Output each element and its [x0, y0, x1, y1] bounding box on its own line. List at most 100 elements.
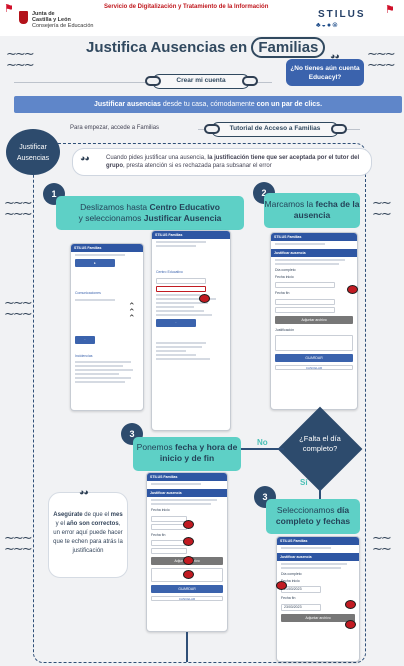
phone-label-fecha-inicio: Fecha inicio: [281, 578, 300, 583]
ladybug-icon: [199, 294, 210, 303]
step-1-text2: y seleccionamos: [78, 213, 144, 223]
phone-form-title: Justificar ausencia: [147, 489, 227, 497]
phone-button: ·: [156, 318, 196, 327]
decision-no-label: No: [257, 438, 268, 447]
phone-header: STILUS Familias: [277, 537, 359, 545]
phone-form-title: Justificar ausencia: [277, 553, 359, 561]
ladybug-icon: [183, 556, 194, 565]
phone-label-dia-completo: Día completo: [281, 572, 302, 576]
header-bar: [0, 0, 404, 36]
link-icon: [242, 76, 258, 86]
phone-section-incidencias: Incidencias: [75, 353, 93, 358]
bubble-line1: Justificar: [19, 144, 47, 151]
ladybug-icon: [183, 520, 194, 529]
step-3b-bold1: día completo y fechas: [275, 505, 351, 526]
banner-part2: desde tu casa, cómodamente: [160, 101, 257, 108]
org-line2: Castilla y León: [32, 17, 71, 23]
ladybug-icon: [183, 537, 194, 546]
stilus-logo-icon: ♣◒●⊗: [316, 22, 339, 29]
steps-container: [33, 143, 366, 663]
ladybug-icon: [347, 285, 358, 294]
phone-label-fecha-fin: Fecha fin: [275, 291, 290, 295]
step-1-bold1: Centro Educativo: [149, 202, 220, 212]
banner-part3: con un par de clics.: [256, 101, 323, 108]
intro-banner: Justificar ausencias desde tu casa, cómo…: [14, 96, 402, 113]
phone-date-end: 23/03/2023: [281, 603, 321, 611]
step-3b-box: Seleccionamos día completo y fechas: [266, 499, 360, 534]
family-logo-icon: ⚑: [4, 3, 14, 15]
tip-box: Asegúrate de que el mes y el año son cor…: [48, 492, 128, 578]
divider: [14, 82, 272, 83]
note-part2: , presta atención si es rechazada para s…: [123, 163, 272, 169]
step-1-bold2: Justificar Ausencia: [143, 213, 222, 223]
phone-header: STILUS Familias: [271, 233, 357, 241]
phone-button: ·: [75, 335, 95, 344]
tip-text3: , un error aquí puede hacer que te echen…: [53, 521, 123, 554]
wave-icon: ∼∼∼∼∼∼: [4, 195, 33, 221]
tip-bold1: Asegúrate: [53, 512, 83, 518]
service-title: Servicio de Digitalización y Tratamiento…: [104, 4, 269, 10]
step-2-bold1: fecha de la ausencia: [293, 199, 360, 220]
step-2-box: Marcamos la fecha de la ausencia: [264, 193, 360, 228]
eyes-icon: ◕◕: [79, 487, 89, 497]
phone-section-comunicaciones: Comunicaciones: [75, 291, 101, 295]
wave-icon: ∼∼∼∼∼∼: [367, 46, 396, 72]
stilus-logo: STILUS: [318, 9, 366, 20]
phone-label-fecha-fin: Fecha fin: [151, 532, 166, 537]
ladybug-icon: [345, 600, 356, 609]
ladybug-icon: [183, 570, 194, 579]
phone-label-fecha-inicio: Fecha inicio: [151, 508, 170, 512]
phone-save-button: GUARDAR: [151, 585, 223, 593]
phone-action-button: ▸: [75, 259, 115, 267]
phone-attach-button: Adjuntar archivo: [281, 613, 355, 622]
phone-screen-home: STILUS Familias ▸ Comunicaciones · Incid…: [70, 243, 144, 411]
phone-save-button: GUARDAR: [275, 354, 353, 362]
step-3a-box: Ponemos fecha y hora de inicio y de fin: [133, 437, 241, 471]
flow-arrow: [240, 448, 284, 450]
phone-header: STILUS Familias: [71, 244, 143, 252]
phone-label-fecha-fin: Fecha fin: [281, 596, 296, 600]
tutorial-link[interactable]: Tutorial de Acceso a Familias: [211, 122, 339, 137]
step-3a-bold1: fecha y hora de inicio y de fin: [159, 442, 238, 463]
step-3a-text1: Ponemos: [136, 442, 175, 452]
tip-text2: y el: [55, 521, 67, 527]
phone-label-fecha-inicio: Fecha inicio: [275, 274, 294, 279]
org-logo-text: Junta de Castilla y León Consejería de E…: [32, 11, 93, 29]
phone-screen-centro: STILUS Familias Centro Educativo ·: [151, 230, 231, 431]
wave-icon: ∼∼∼∼: [372, 195, 392, 221]
step-3b-text1: Seleccionamos: [276, 505, 337, 515]
phone-label-dia-completo: Día completo: [275, 268, 296, 272]
note-bold: la justificación tiene que ser aceptada …: [106, 155, 360, 169]
phone-screen-horas: STILUS Familias Justificar ausencia Fech…: [146, 472, 228, 632]
step-1-text1: Deslizamos hasta: [80, 202, 150, 212]
jcyl-shield-icon: [19, 11, 28, 24]
scroll-down-icon: ⌃⌃⌃: [128, 301, 136, 323]
step-1-box: Deslizamos hasta Centro Educativo y sele…: [56, 196, 244, 230]
create-account-link[interactable]: Crear mi cuenta: [152, 74, 250, 89]
phone-screen-dia-completo: STILUS Familias Justificar ausencia Día …: [276, 536, 360, 662]
section-bubble: Justificar Ausencias: [6, 129, 60, 175]
phone-screen-fecha: STILUS Familias Justificar ausencia Día …: [270, 232, 358, 410]
decision-question: ¿Falta el día completo?: [299, 434, 341, 453]
note-part1: Cuando pides justificar una ausencia,: [106, 155, 208, 161]
wave-icon: ∼∼∼∼∼∼: [4, 530, 33, 556]
flow-arrow: [319, 489, 321, 499]
decision-si-label: Sí: [300, 478, 308, 487]
tip-text1: de que el: [82, 512, 111, 518]
link-icon: [331, 124, 347, 134]
eyes-icon: ◕◕: [330, 51, 340, 61]
phone-section-centro: Centro Educativo: [156, 270, 183, 274]
access-intro: Para empezar, accede a Familias: [70, 125, 160, 131]
title-prefix: Justifica Ausencias en: [86, 39, 248, 56]
link-icon: [145, 76, 161, 86]
eyes-icon: ◕◕: [80, 153, 90, 163]
tip-bold3: año son correctos: [66, 521, 119, 527]
no-account-question[interactable]: ¿No tienes aún cuenta Educacyl?: [286, 59, 364, 86]
family-logo-icon: ⚑: [385, 4, 395, 16]
phone-label-justificacion: Justificación: [275, 327, 295, 332]
phone-cancel-button: CANCELAR: [275, 365, 353, 370]
phone-form-title: Justificar ausencia: [271, 249, 357, 257]
phone-cancel-button: CANCELAR: [151, 596, 223, 601]
org-line1: Junta de: [32, 11, 55, 17]
wave-icon: ∼∼∼∼∼∼: [6, 46, 35, 72]
